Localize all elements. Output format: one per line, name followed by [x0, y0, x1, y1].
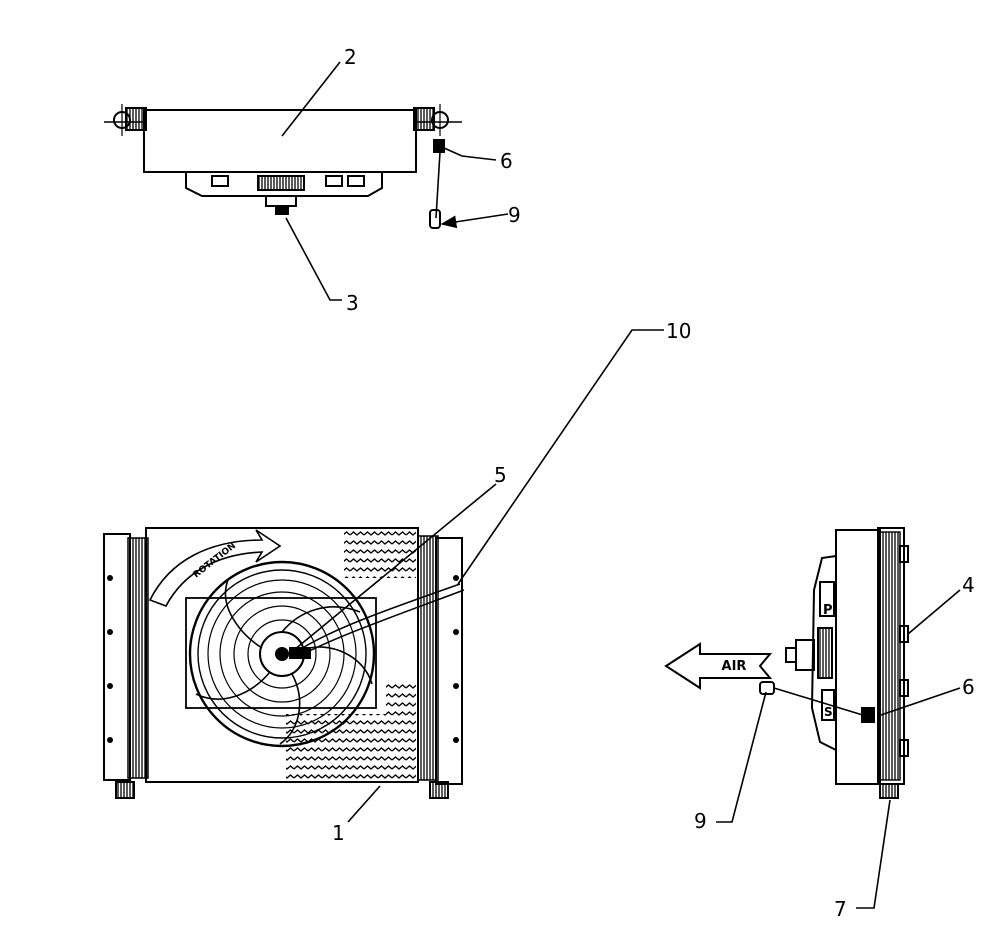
callout-6-side: 6 — [962, 675, 975, 699]
callout-4: 4 — [962, 573, 975, 597]
leader-lines — [281, 61, 961, 909]
side-mark-s: S — [824, 705, 833, 719]
front-view — [103, 527, 465, 799]
callout-2: 2 — [344, 45, 357, 69]
front-tank-bolts — [107, 575, 459, 743]
callout-6-top: 6 — [500, 149, 513, 173]
side-view — [759, 527, 909, 799]
side-mark-p: P — [823, 603, 833, 618]
air-flow-arrow: AIR — [664, 642, 773, 690]
air-label: AIR — [722, 659, 747, 674]
callout-10: 10 — [666, 319, 691, 343]
callout-9-top: 9 — [508, 203, 521, 227]
top-view — [104, 104, 462, 229]
callout-numbers: 2 6 9 3 10 5 1 4 6 9 7 — [332, 45, 975, 921]
callout-7: 7 — [834, 897, 847, 921]
callout-1: 1 — [332, 821, 345, 845]
callout-9-side: 9 — [694, 809, 707, 833]
callout-3: 3 — [346, 291, 359, 315]
callout-5: 5 — [494, 463, 507, 487]
